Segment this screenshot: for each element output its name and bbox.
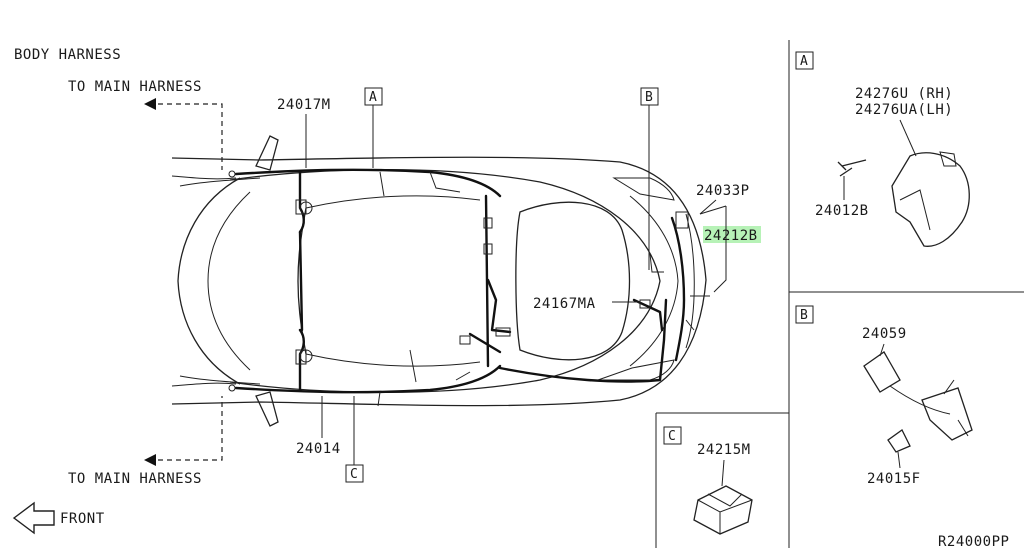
to-main-harness-bottom-arrow bbox=[144, 396, 223, 466]
detail-b-part-top: 24059 bbox=[862, 326, 907, 342]
to-main-harness-top-arrow bbox=[144, 98, 223, 170]
front-arrow-icon bbox=[12, 501, 55, 535]
diagram-title: BODY HARNESS bbox=[14, 47, 121, 63]
leader-24033p bbox=[699, 199, 717, 215]
detail-a-part-lh: 24276UA(LH) bbox=[855, 102, 953, 118]
callout-24212b: 24212B bbox=[704, 228, 758, 244]
callout-24014: 24014 bbox=[296, 441, 341, 457]
front-label: FRONT bbox=[60, 511, 105, 527]
detail-b-panel: B 24059 24015F bbox=[795, 305, 973, 487]
detail-a-tag: A bbox=[800, 54, 808, 69]
callout-24167ma: 24167MA bbox=[533, 296, 596, 312]
detail-b-tag: B bbox=[800, 308, 808, 323]
svg-text:C: C bbox=[350, 467, 358, 482]
reference-code: R24000PP bbox=[938, 534, 1009, 550]
to-main-harness-bottom-label: TO MAIN HARNESS bbox=[68, 471, 202, 487]
detail-a-part-rh: 24276U (RH) bbox=[855, 86, 953, 102]
detail-c-panel: C 24215M bbox=[663, 426, 753, 535]
detail-c-part: 24215M bbox=[697, 442, 751, 458]
detail-c-tag: C bbox=[668, 429, 676, 444]
to-main-harness-top-label: TO MAIN HARNESS bbox=[68, 79, 202, 95]
harness-routing bbox=[228, 168, 710, 407]
marker-b: B bbox=[640, 87, 659, 270]
callout-24033p: 24033P bbox=[696, 183, 750, 199]
svg-text:B: B bbox=[645, 90, 653, 105]
callout-24017m: 24017M bbox=[277, 97, 331, 113]
marker-c: C bbox=[345, 396, 364, 483]
callout-24212b-group: 24212B bbox=[699, 205, 761, 293]
detail-a-panel: A 24276U (RH) 24276UA(LH) 24012B bbox=[795, 51, 970, 247]
marker-a: A bbox=[364, 87, 383, 168]
detail-a-screw: 24012B bbox=[815, 203, 869, 219]
panel-divider-c bbox=[655, 412, 789, 548]
svg-text:A: A bbox=[369, 90, 377, 105]
detail-b-part-bottom: 24015F bbox=[867, 471, 921, 487]
